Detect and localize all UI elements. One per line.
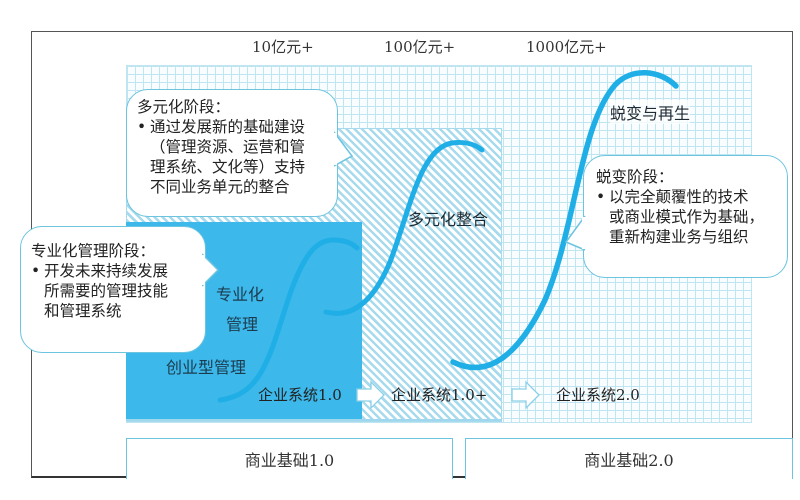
bubble-tail-diversification: [334, 131, 354, 167]
stage-label-professional-1: 专业化: [216, 285, 265, 304]
bubble-line: 不同业务单元的整合: [150, 178, 290, 196]
bubble-line: 理系统、文化等）支持: [150, 158, 306, 176]
system-label-1-0-plus: 企业系统1.0+: [391, 386, 488, 404]
regions-baseline: [126, 419, 502, 421]
scale-label-10b: 10亿元+: [252, 38, 314, 56]
system-label-1-0: 企业系统1.0: [258, 386, 342, 404]
business-base-1-0: 商业基础1.0: [126, 438, 453, 479]
scale-label-1000b: 1000亿元+: [526, 38, 607, 56]
business-base-label: 商业基础2.0: [584, 451, 674, 470]
arrow-right-icon: [511, 380, 540, 410]
business-base-label: 商业基础1.0: [244, 451, 335, 470]
bubble-tail-professional: [202, 253, 220, 287]
stage-label-rebirth: 蜕变与再生: [610, 100, 691, 124]
bubble-line: 通过发展新的基础建设: [137, 117, 329, 137]
bubble-line: 重新构建业务与组织: [609, 228, 749, 246]
bubble-transformation: 蜕变阶段： 以完全颠覆性的技术 或商业模式作为基础， 重新构建业务与组织: [583, 155, 788, 278]
bubble-title: 专业化管理阶段：: [31, 242, 156, 260]
bubble-professional: 专业化管理阶段： 开发未来持续发展 所需要的管理技能 和管理系统: [20, 226, 206, 353]
stage-label-professional-2: 管理: [226, 315, 259, 334]
bubble-line: 所需要的管理技能: [44, 282, 169, 300]
bubble-tail-transformation: [564, 215, 586, 251]
scale-label-100b: 100亿元+: [384, 38, 456, 56]
stage-label-diversified: 多元化整合: [408, 210, 489, 229]
bubble-line: （管理资源、运营和管: [150, 138, 306, 156]
arrow-right-icon: [356, 380, 385, 410]
system-label-2-0: 企业系统2.0: [556, 386, 640, 404]
bubble-diversification: 多元化阶段： 通过发展新的基础建设 （管理资源、运营和管 理系统、文化等）支持 …: [126, 89, 338, 217]
bubble-title: 多元化阶段：: [137, 98, 231, 116]
bubble-line: 或商业模式作为基础，: [609, 208, 765, 226]
bubble-line: 开发未来持续发展: [31, 261, 199, 281]
bubble-line: 和管理系统: [44, 302, 122, 320]
bubble-line: 以完全颠覆性的技术: [596, 187, 781, 207]
business-base-2-0: 商业基础2.0: [465, 438, 793, 479]
bubble-title: 蜕变阶段：: [596, 168, 674, 186]
stage-label-entrepreneurial: 创业型管理: [166, 358, 247, 377]
